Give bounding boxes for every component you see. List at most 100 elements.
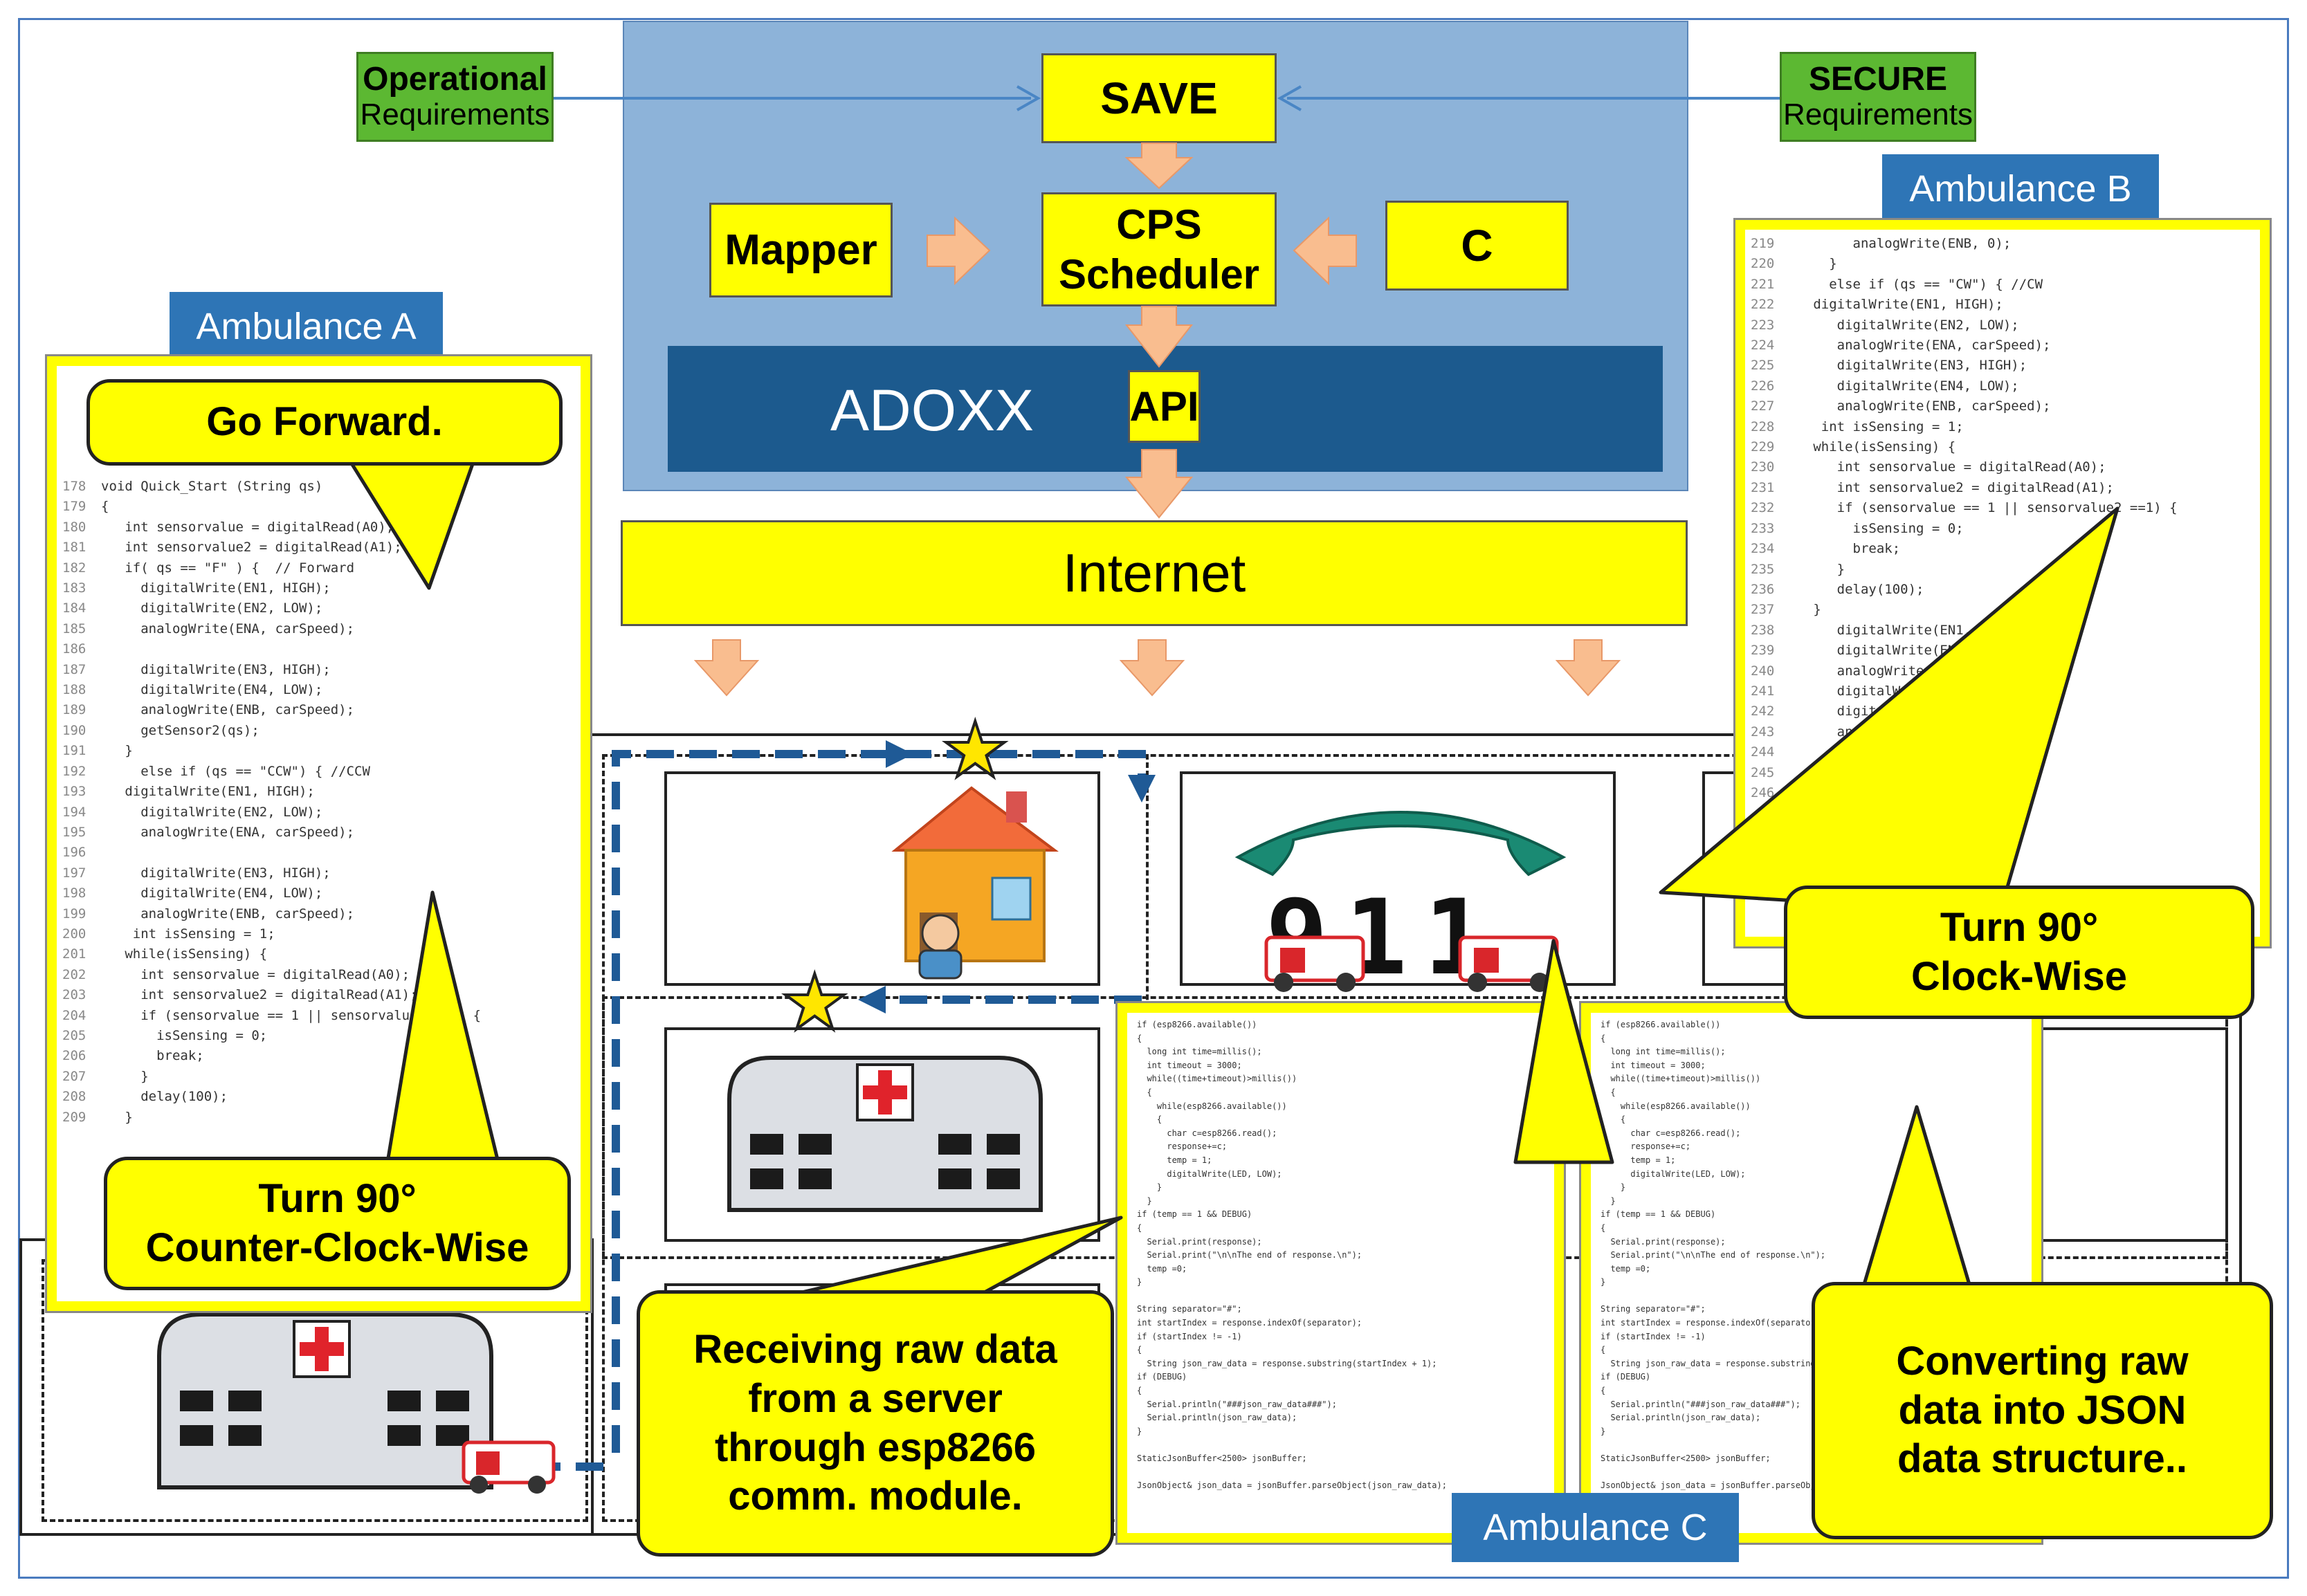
code-line: 225 digitalWrite(EN3, HIGH);: [1751, 356, 2178, 376]
code-line: if (esp8266.available()): [1137, 1020, 1257, 1029]
code-line: }: [1137, 1195, 1152, 1206]
line-number: 182: [62, 560, 86, 576]
code-text: isSensing = 0;: [1789, 520, 1964, 536]
code-text: digitalWrite(EN3, HIGH);: [101, 661, 331, 677]
code-line: 180 int sensorvalue = digitalRead(A0);: [62, 517, 481, 538]
code-line: {: [1137, 1087, 1152, 1097]
code-line: if (temp == 1 && DEBUG): [1601, 1209, 1716, 1220]
code-line: }: [1137, 1277, 1142, 1287]
code-line: 227 analogWrite(ENB, carSpeed);: [1751, 396, 2178, 416]
code-line: 193 digitalWrite(EN1, HIGH);: [62, 782, 481, 802]
line-number: 185: [62, 621, 86, 636]
hospital-icon: [157, 1312, 493, 1489]
code-text: int sensorvalue = digitalRead(A0);: [101, 966, 410, 982]
code-line: temp = 1;: [1137, 1155, 1212, 1165]
code-text: analogWrite(ENA, carSpeed);: [1789, 338, 2051, 354]
code-line: 199 analogWrite(ENB, carSpeed);: [62, 904, 481, 924]
code-line: 202 int sensorvalue = digitalRead(A0);: [62, 965, 481, 985]
code-text: digitalWrite(EN2, LOW);: [1789, 317, 2019, 333]
line-number: 197: [62, 865, 86, 881]
turn-ccw-callout: Turn 90° Counter-Clock-Wise: [104, 1157, 571, 1290]
code-line: 226 digitalWrite(EN4, LOW);: [1751, 376, 2178, 396]
code-text: void Quick_Start (String qs): [101, 479, 323, 494]
ambulance-a-label: Ambulance A: [170, 292, 443, 361]
code-line: 223 digitalWrite(EN2, LOW);: [1751, 315, 2178, 336]
code-line: while((time+timeout)>millis()): [1601, 1074, 1761, 1084]
operational-sub: Requirements: [360, 98, 550, 132]
route-arrowhead-down: [1128, 775, 1156, 802]
code-line: JsonObject& json_data = jsonBuffer.parse…: [1137, 1480, 1447, 1491]
code-text: digitalWrite(EN4, LOW);: [101, 886, 323, 901]
code-text: analogWrite(ENB, carSpeed);: [1789, 398, 2051, 414]
code-text: if (sensorvalue == 1 || sensorvalue2 ==1…: [1789, 500, 2178, 516]
star-icon: ★: [940, 708, 1011, 793]
line-number: 191: [62, 743, 86, 759]
code-line: 219 analogWrite(ENB, 0);: [1751, 234, 2178, 254]
code-line: String separator="#";: [1601, 1304, 1706, 1314]
code-line: int timeout = 3000;: [1601, 1060, 1706, 1070]
code-line: String separator="#";: [1137, 1304, 1242, 1314]
code-line: {: [1137, 1222, 1142, 1233]
hospital-tile-mid: [664, 1027, 1100, 1242]
route-arrowhead-top: [886, 740, 913, 768]
code-line: 188 digitalWrite(EN4, LOW);: [62, 680, 481, 700]
code-line: 179{: [62, 497, 481, 517]
code-text: while(isSensing) {: [101, 946, 268, 962]
line-number: 235: [1751, 561, 1775, 577]
line-number: 200: [62, 926, 86, 942]
code-line: 234 break;: [1751, 539, 2178, 559]
code-line: 186: [62, 639, 481, 659]
code-line: temp = 1;: [1601, 1155, 1676, 1165]
code-line: 232 if (sensorvalue == 1 || sensorvalue2…: [1751, 498, 2178, 518]
code-line: temp =0;: [1601, 1263, 1651, 1274]
secure-title: SECURE: [1808, 61, 1948, 98]
save-box: SAVE: [1041, 53, 1277, 143]
code-line: 181 int sensorvalue2 = digitalRead(A1);: [62, 538, 481, 558]
code-line: StaticJsonBuffer<2500> jsonBuffer;: [1137, 1453, 1307, 1463]
receiving-raw-data-callout: Receiving raw data from a server through…: [637, 1290, 1114, 1557]
code-line: 192 else if (qs == "CCW") { //CCW: [62, 762, 481, 782]
line-number: 203: [62, 987, 86, 1003]
code-text: }: [101, 743, 133, 759]
code-text: digitalWrite(EN1, HIGH);: [1789, 297, 2003, 313]
code-line: if (DEBUG): [1601, 1372, 1651, 1382]
secure-sub: Requirements: [1783, 98, 1973, 132]
line-number: 230: [1751, 459, 1775, 475]
line-number: 223: [1751, 317, 1775, 333]
code-text: int isSensing = 1;: [1789, 419, 1964, 434]
code-line: int timeout = 3000;: [1137, 1060, 1242, 1070]
code-line: char c=esp8266.read();: [1137, 1128, 1277, 1138]
code-line: response+=c;: [1601, 1141, 1691, 1152]
code-line: 200 int isSensing = 1;: [62, 924, 481, 944]
line-number: 205: [62, 1027, 86, 1043]
code-line: 187 digitalWrite(EN3, HIGH);: [62, 660, 481, 680]
line-number: 234: [1751, 541, 1775, 557]
operational-requirements-box: Operational Requirements: [356, 52, 554, 142]
scheduler-down-arrow: [1124, 306, 1194, 368]
line-number: 232: [1751, 500, 1775, 516]
converting-tail: [1859, 1105, 1974, 1296]
code-line: Serial.println(json_raw_data);: [1137, 1413, 1297, 1423]
code-line: {: [1601, 1345, 1606, 1355]
turn-cw-tail-lower: [1513, 939, 1614, 1164]
line-number: 245: [1751, 764, 1775, 780]
code-text: digitalWrite(EN3, HIGH);: [101, 865, 331, 881]
code-line: 196: [62, 843, 481, 863]
code-line: 201 while(isSensing) {: [62, 944, 481, 964]
line-number: 229: [1751, 439, 1775, 455]
house-tile: [664, 771, 1100, 986]
code-line: 197 digitalWrite(EN3, HIGH);: [62, 863, 481, 883]
internet-down-arrow-right: [1555, 639, 1621, 697]
line-number: 184: [62, 600, 86, 616]
line-number: 192: [62, 763, 86, 779]
code-line: long int time=millis();: [1601, 1047, 1726, 1057]
adoxx-label: ADOXX: [830, 378, 1034, 443]
code-line: 231 int sensorvalue2 = digitalRead(A1);: [1751, 478, 2178, 498]
line-number: 242: [1751, 704, 1775, 719]
code-line: temp =0;: [1137, 1263, 1187, 1274]
code-line: while(esp8266.available()): [1601, 1101, 1751, 1111]
code-text: {: [101, 499, 109, 515]
code-line: if (DEBUG): [1137, 1372, 1187, 1382]
